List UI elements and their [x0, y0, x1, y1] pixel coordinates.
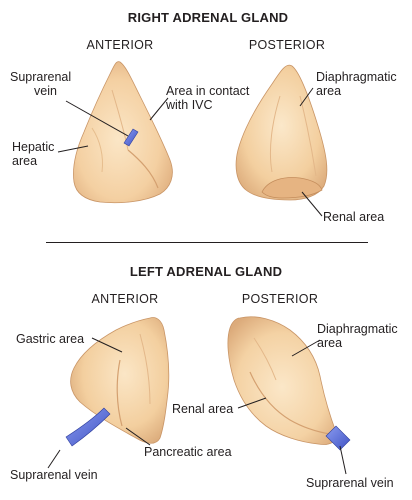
label-left-diaphragmatic-line1: Diaphragmatic — [317, 322, 398, 336]
leader-left-gastric — [91, 337, 123, 353]
label-left-renal: Renal area — [172, 402, 234, 416]
leader-right-diaphragmatic — [299, 87, 314, 107]
leader-left-pancreatic — [125, 427, 151, 446]
leader-left-posterior-vein — [339, 445, 347, 475]
label-left-pancreatic: Pancreatic area — [144, 445, 232, 459]
left-anterior-suprarenal-vein — [65, 407, 111, 447]
label-right-ivc-line2: with IVC — [166, 98, 213, 112]
leader-right-renal — [301, 191, 323, 217]
label-right-hepatic-line2: area — [12, 154, 38, 168]
right-posterior-gland — [235, 64, 328, 201]
label-right-ivc-line1: Area in contact — [166, 84, 250, 98]
label-left-gastric: Gastric area — [16, 332, 85, 346]
label-right-hepatic-line1: Hepatic — [12, 140, 55, 154]
left-anterior-view-label: ANTERIOR — [91, 292, 159, 306]
leader-right-ivc — [149, 97, 169, 121]
label-right-suprarenal-vein-line1: Suprarenal — [10, 70, 72, 84]
left-posterior-suprarenal-vein — [325, 425, 351, 451]
leader-lines — [47, 87, 347, 475]
section-divider — [46, 242, 368, 243]
label-left-anterior-suprarenal-vein: Suprarenal vein — [10, 468, 98, 482]
label-right-renal: Renal area — [323, 210, 385, 224]
leader-left-renal — [237, 397, 267, 409]
leader-right-hepatic — [57, 145, 89, 153]
label-left-posterior-suprarenal-vein: Suprarenal vein — [306, 476, 394, 490]
left-anterior-gland — [65, 317, 170, 447]
label-right-diaphragmatic-line1: Diaphragmatic — [316, 70, 397, 84]
leader-right-suprarenal-vein — [65, 100, 129, 137]
label-right-diaphragmatic-line2: area — [316, 84, 342, 98]
left-posterior-gland — [227, 316, 351, 451]
right-posterior-view-label: POSTERIOR — [248, 38, 326, 52]
label-left-diaphragmatic-line2: area — [317, 336, 343, 350]
right-anterior-view-label: ANTERIOR — [86, 38, 154, 52]
label-right-suprarenal-vein-line2: vein — [34, 84, 57, 98]
right-suprarenal-vein — [123, 128, 139, 147]
leader-left-diaphragmatic — [291, 339, 321, 357]
right-adrenal-title: RIGHT ADRENAL GLAND — [127, 10, 289, 25]
leader-left-anterior-vein — [47, 449, 61, 469]
left-adrenal-title: LEFT ADRENAL GLAND — [129, 264, 283, 279]
right-anterior-gland — [73, 61, 173, 204]
left-posterior-view-label: POSTERIOR — [241, 292, 319, 306]
